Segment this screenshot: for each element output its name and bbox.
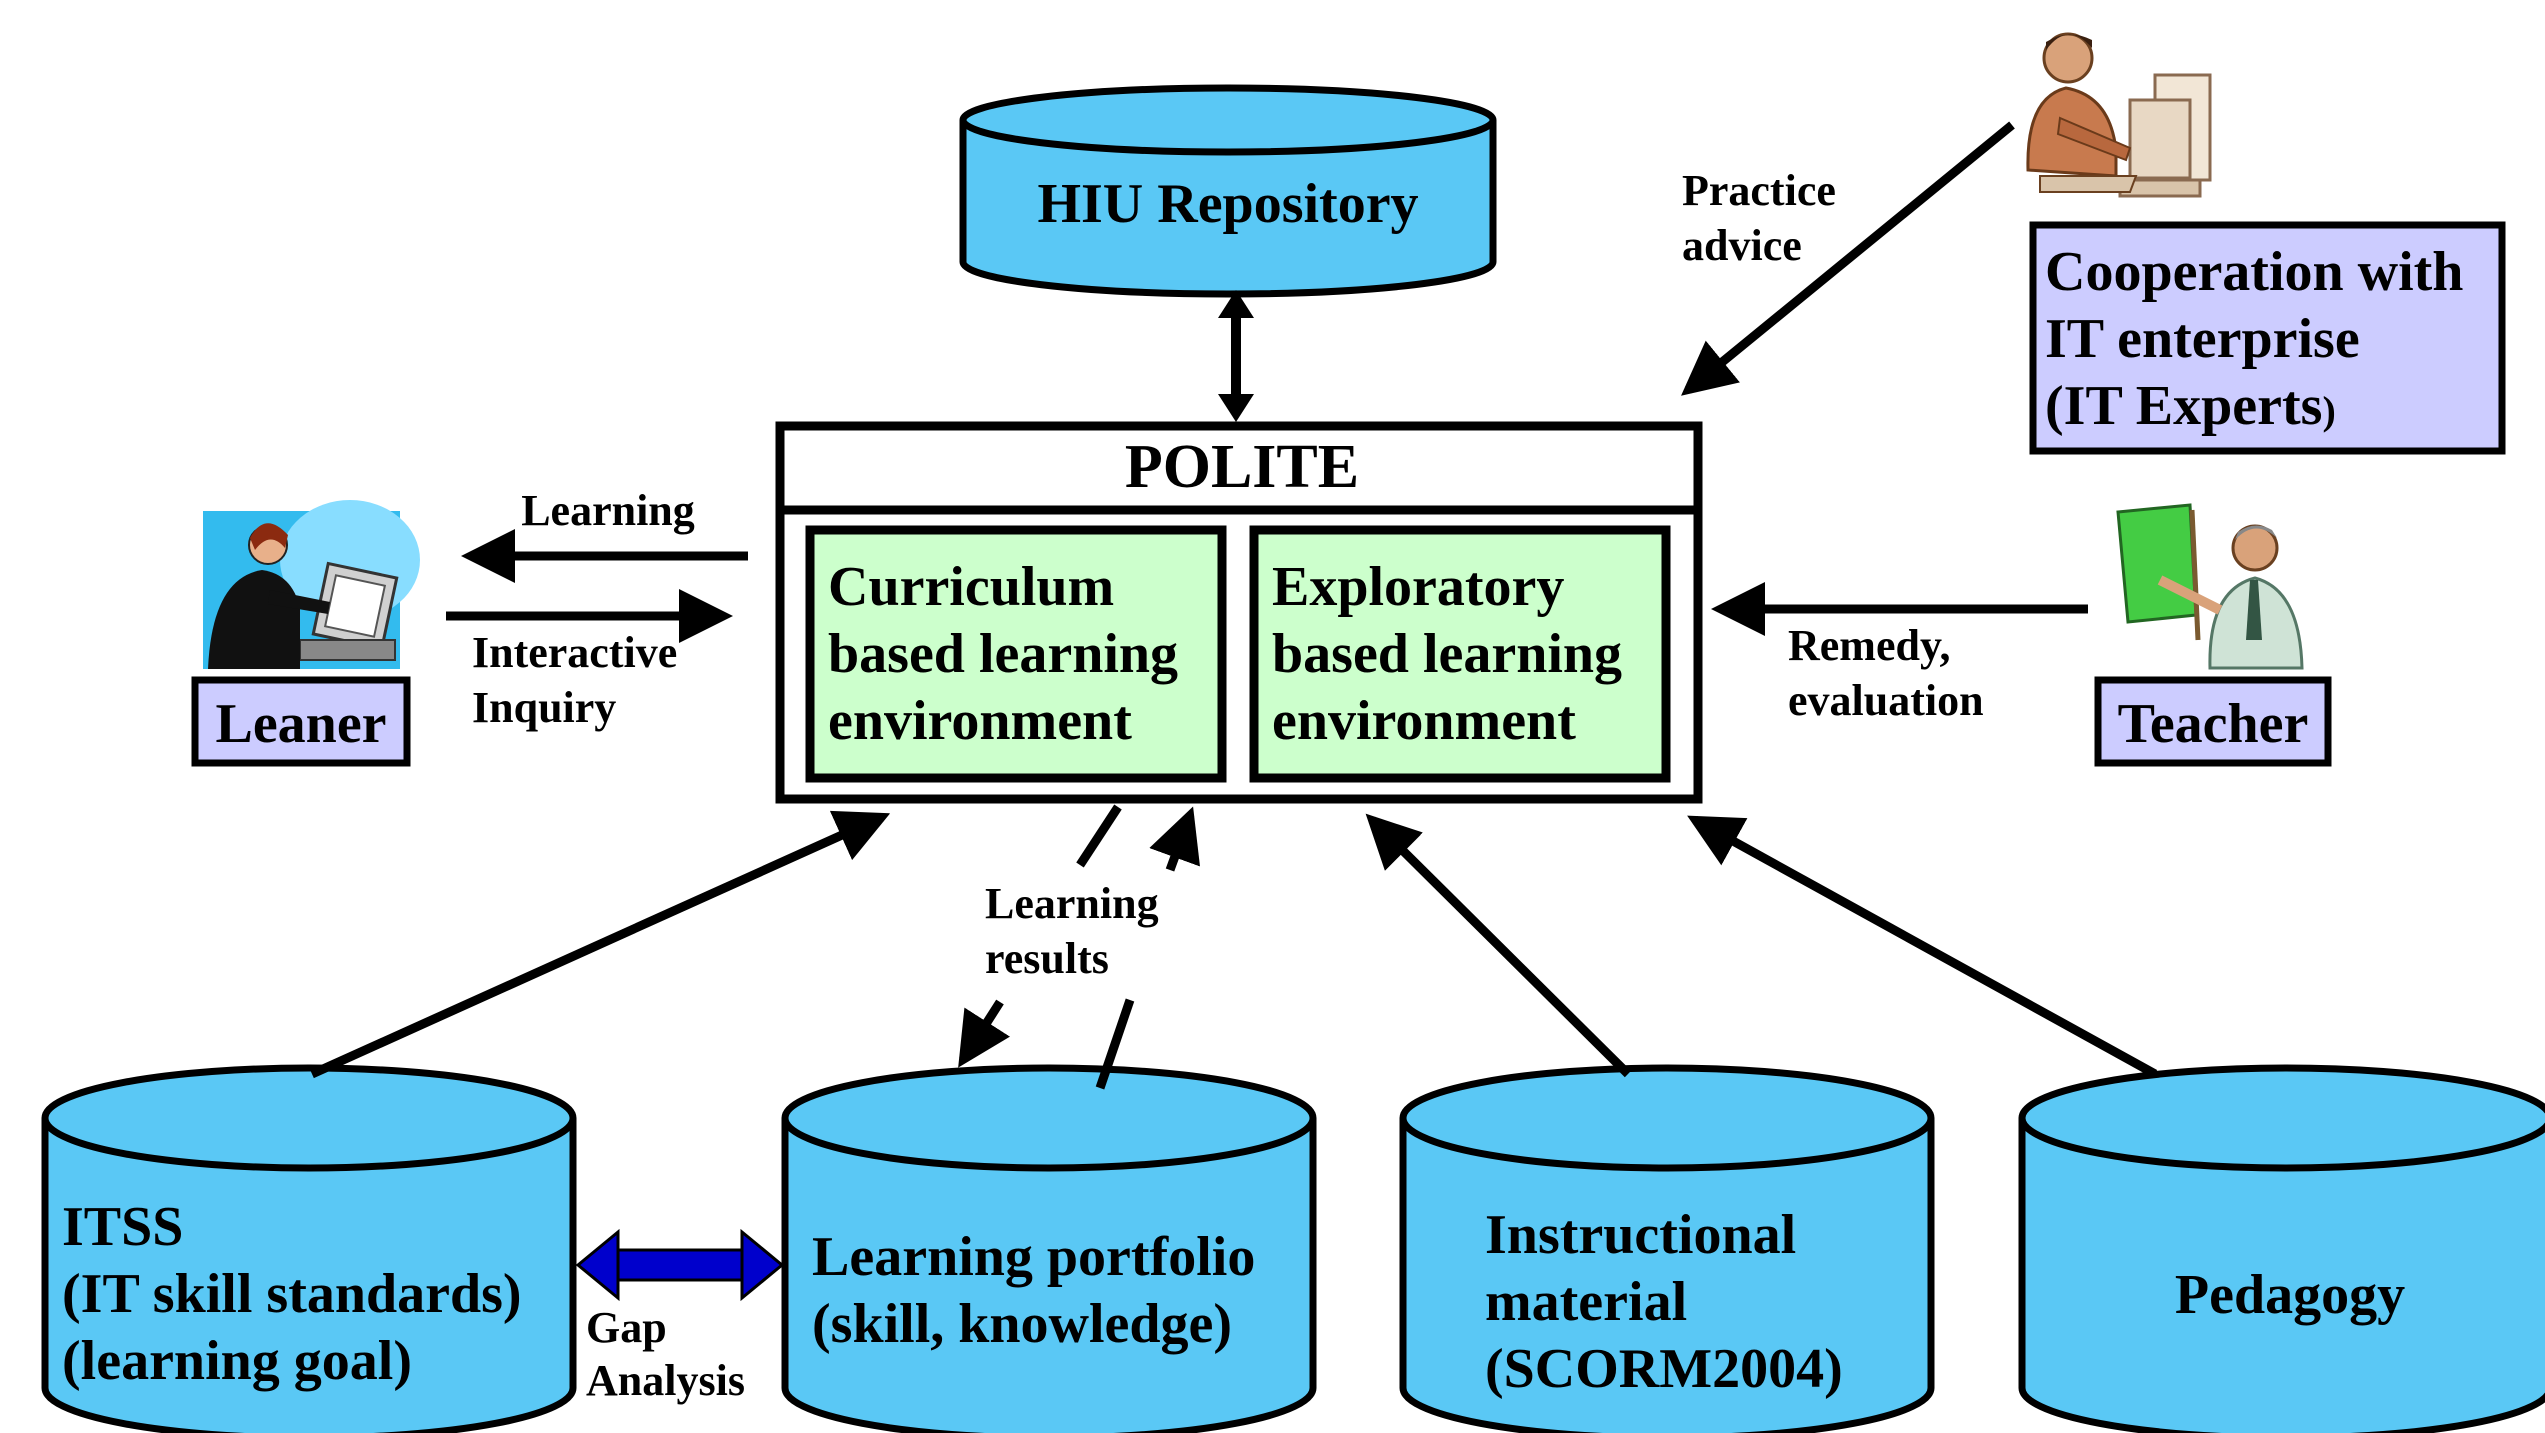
gap-label-2: Analysis: [586, 1356, 745, 1405]
cooperation-line-2: IT enterprise: [2045, 308, 2360, 370]
curriculum-line-2: based learning: [828, 623, 1178, 685]
itss-cylinder: ITSS (IT skill standards) (learning goal…: [41, 1064, 577, 1433]
gap-label-1: Gap: [586, 1303, 667, 1352]
itss-line-2: (IT skill standards): [62, 1263, 522, 1325]
remedy-label-1: Remedy,: [1788, 621, 1951, 670]
learning-portfolio-cylinder: Learning portfolio (skill, knowledge): [781, 1064, 1317, 1433]
curriculum-line-1: Curriculum: [828, 556, 1114, 618]
teacher-label: Teacher: [2118, 693, 2309, 755]
interactive-label-1: Interactive: [472, 628, 677, 677]
practice-advice-arrow: Practice advice: [1681, 121, 2015, 396]
curriculum-line-3: environment: [828, 690, 1132, 752]
interactive-label-2: Inquiry: [472, 683, 616, 732]
teacher-with-board-icon: [2116, 503, 2304, 670]
exploratory-line-3: environment: [1272, 690, 1576, 752]
itss-line-3: (learning goal): [62, 1330, 412, 1392]
portfolio-line-1: Learning portfolio: [812, 1226, 1255, 1288]
learner-at-computer-icon: [203, 500, 420, 669]
teacher-label-box: Teacher: [2094, 676, 2332, 767]
curriculum-env-box: [805, 525, 1227, 783]
repository-polite-arrow: [1218, 290, 1254, 422]
exploratory-line-2: based learning: [1272, 623, 1622, 685]
leaner-label-box: Leaner: [191, 676, 411, 767]
cooperation-line-1: Cooperation with: [2045, 241, 2463, 303]
remedy-evaluation-arrow: Remedy, evaluation: [1711, 582, 2088, 725]
learning-results-arrows: Learning results: [958, 804, 1200, 1090]
pedagogy-label: Pedagogy: [2175, 1264, 2405, 1326]
itss-line-1: ITSS: [62, 1196, 183, 1258]
instructional-line-3: (SCORM2004): [1485, 1338, 1843, 1400]
cooperation-line-3: (IT Experts: [2045, 375, 2322, 437]
instructional-line-2: material: [1485, 1271, 1687, 1333]
hiu-repository-label: HIU Repository: [1037, 173, 1418, 235]
portfolio-line-2: (skill, knowledge): [812, 1293, 1232, 1355]
cooperation-paren: ): [2322, 388, 2335, 433]
practice-label-1: Practice: [1682, 166, 1836, 215]
learning-results-label-1: Learning: [985, 879, 1159, 928]
interactive-inquiry-arrow: Interactive Inquiry: [446, 589, 733, 732]
pedagogy-to-polite-arrow: [1687, 815, 2158, 1078]
learning-results-label-2: results: [985, 934, 1109, 983]
polite-box: POLITE Curriculum based learning environ…: [775, 421, 1703, 804]
instructional-material-cylinder: Instructional material (SCORM2004): [1399, 1064, 1935, 1433]
polite-title: POLITE: [1125, 433, 1359, 501]
practice-label-2: advice: [1682, 221, 1802, 270]
it-expert-at-computer-icon: [2026, 32, 2212, 198]
remedy-label-2: evaluation: [1788, 676, 1984, 725]
learning-arrow: Learning: [461, 486, 748, 583]
svg-text:(IT Experts): (IT Experts): [2045, 375, 2336, 437]
instructional-line-1: Instructional: [1485, 1204, 1796, 1266]
learning-label: Learning: [521, 486, 695, 535]
leaner-label: Leaner: [215, 693, 386, 755]
hiu-repository-cylinder: HIU Repository: [959, 84, 1497, 298]
cooperation-box: Cooperation with IT enterprise (IT Exper…: [2029, 221, 2506, 455]
exploratory-env-box: [1249, 525, 1671, 783]
exploratory-line-1: Exploratory: [1272, 556, 1564, 618]
itss-to-polite-arrow: [310, 810, 891, 1079]
pedagogy-cylinder: Pedagogy: [2018, 1064, 2545, 1433]
instructional-to-polite-arrow: [1365, 813, 1632, 1078]
gap-analysis-arrow: Gap Analysis: [575, 1228, 785, 1405]
